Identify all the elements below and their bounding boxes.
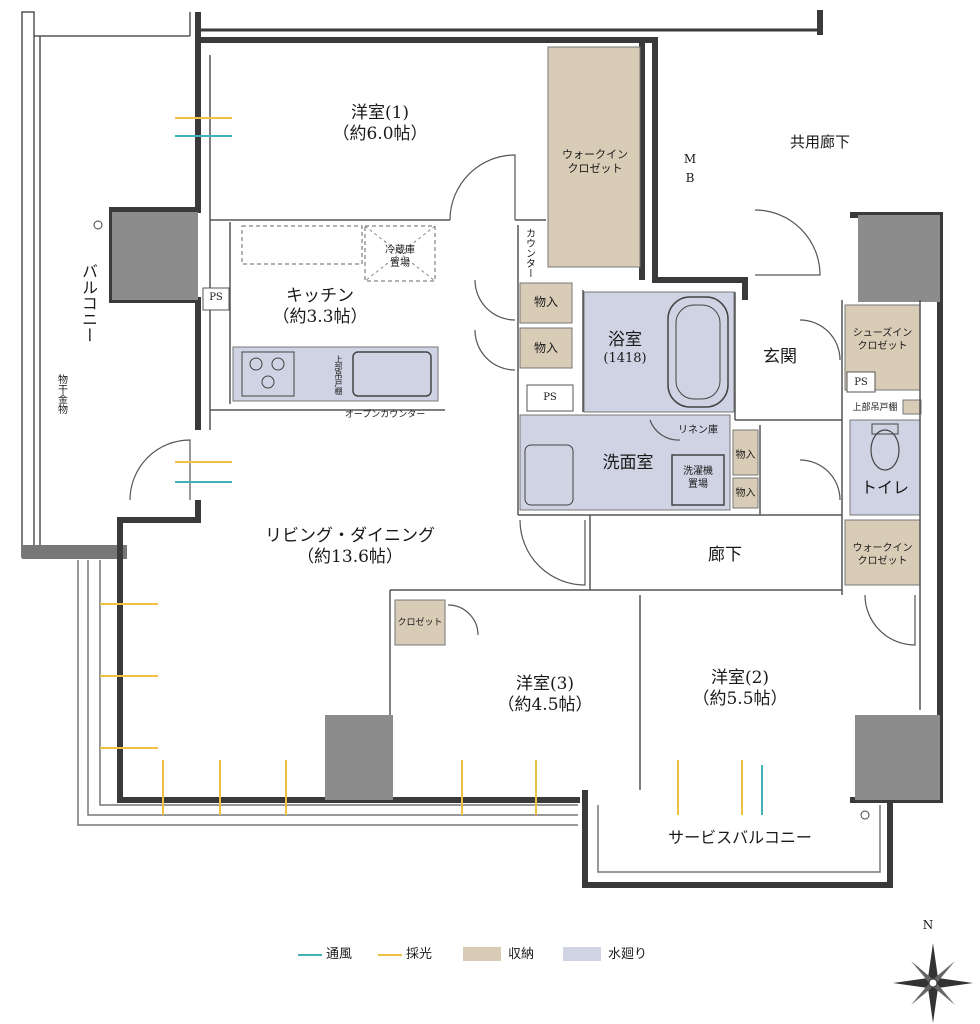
service-balcony-label: サービスバルコニー	[668, 828, 812, 847]
room-western3-name: 洋室(3)	[515, 674, 575, 694]
ps-label-2: PS	[543, 392, 557, 403]
legend-storage-label: 収納	[508, 947, 535, 962]
room-western3-size: （約4.5帖）	[497, 695, 593, 716]
ps-box	[846, 371, 876, 393]
ps-box	[526, 384, 574, 412]
room-western1-size: （約6.0帖）	[332, 124, 428, 145]
room-kitchen-name: キッチン	[286, 286, 354, 306]
shoes-closet-label: シューズイン クロゼット	[852, 328, 913, 352]
compass-rose	[893, 943, 973, 1023]
stove	[241, 351, 295, 397]
toilet-bowl	[870, 429, 900, 471]
storage-label-1: 物入	[533, 295, 558, 309]
storage-box-3	[732, 429, 759, 476]
column	[112, 212, 198, 300]
room-living-size: （約13.6帖）	[297, 547, 403, 568]
water-areas	[232, 291, 921, 516]
closet-label: クロゼット	[397, 618, 443, 628]
washer-label: 洗濯機 置場	[683, 466, 713, 490]
sink	[352, 351, 432, 397]
room-living: リビング・ダイニング （約13.6帖）	[265, 526, 435, 569]
walk-in-closet-1	[547, 46, 641, 268]
room-bath-size: (1418)	[603, 351, 647, 367]
burner	[261, 375, 275, 389]
interior-walls	[209, 55, 921, 790]
room-washroom: 洗面室	[602, 453, 654, 473]
toilet-tank	[871, 423, 899, 435]
linen-label: リネン庫	[678, 425, 718, 436]
burner	[271, 357, 285, 371]
balcony-label: バルコニー	[79, 263, 98, 343]
bath-area	[583, 291, 735, 413]
upper-cabinet-label-2: 上部吊戸棚	[852, 403, 898, 413]
closet-small	[394, 599, 446, 646]
common-corridor-label: 共用廊下	[789, 133, 850, 151]
light-arrows	[100, 117, 743, 815]
fridge-cross	[364, 225, 436, 282]
walk-in-closet-2	[844, 519, 921, 586]
fridge-dashed	[364, 225, 436, 282]
bathtub	[667, 296, 729, 408]
room-western2-size: （約5.5帖）	[692, 689, 788, 710]
room-bath-name: 浴室	[608, 330, 642, 350]
column	[858, 215, 940, 302]
upper-cabinet-dashed	[241, 225, 363, 265]
toilet-area	[849, 419, 921, 516]
storage-box-4	[732, 477, 759, 509]
column	[855, 715, 940, 800]
legend-swatches	[298, 947, 601, 961]
room-kitchen: キッチン （約3.3帖）	[260, 286, 380, 329]
ps-box	[202, 287, 230, 311]
room-western2-name: 洋室(2)	[710, 668, 770, 688]
drain-mark	[93, 220, 103, 230]
room-western3: 洋室(3) （約4.5帖）	[485, 674, 605, 717]
ps-label-1: PS	[209, 292, 223, 303]
toilet-upper-cabinet	[902, 399, 922, 415]
fridge-label: 冷蔵庫 置場	[385, 245, 415, 269]
room-western2: 洋室(2) （約5.5帖）	[680, 668, 800, 711]
counter-label: カウンター	[523, 228, 535, 278]
room-kitchen-size: （約3.3帖）	[272, 307, 368, 328]
mb-label: M B	[683, 152, 697, 186]
drain-mark	[860, 810, 870, 820]
washer-box	[671, 454, 725, 506]
kitchen-counter	[232, 346, 439, 402]
storage-box-2	[519, 327, 573, 369]
wind-arrows	[175, 135, 763, 815]
outer-rails	[77, 560, 881, 873]
storage-label-3: 物入	[735, 450, 756, 461]
burner	[249, 357, 263, 371]
open-counter-label: オープンカウンター	[344, 410, 426, 420]
balcony-floor-edge	[22, 545, 127, 559]
laundry-hardware-label: 物干金物	[55, 374, 67, 414]
room-entrance: 玄関	[763, 347, 797, 367]
room-toilet: トイレ	[860, 478, 909, 497]
wash-area	[519, 414, 731, 511]
compass-north-label: N	[922, 918, 934, 932]
door-swings	[129, 154, 916, 646]
upper-cabinet-label: 上部吊戸棚	[334, 355, 343, 395]
room-western1: 洋室(1) （約6.0帖）	[320, 103, 440, 146]
legend-light-label: 採光	[406, 947, 433, 962]
bathtub-inner	[675, 304, 721, 400]
walk-in-closet-1-label: ウォークイン クロゼット	[562, 148, 628, 175]
legend-wind-label: 通風	[326, 947, 353, 962]
column	[325, 715, 393, 800]
walk-in-closet-2-label: ウォークイン クロゼット	[852, 543, 913, 567]
room-bath: 浴室 (1418)	[590, 330, 660, 368]
room-living-name: リビング・ダイニング	[265, 526, 435, 546]
legend-water-label: 水廻り	[608, 947, 648, 962]
storage-label-2: 物入	[533, 341, 558, 355]
storage-box-1	[519, 282, 573, 324]
ps-label-3: PS	[854, 377, 868, 388]
room-hallway: 廊下	[708, 545, 742, 565]
storage-label-4: 物入	[735, 488, 756, 499]
wash-basin	[524, 444, 574, 506]
room-western1-name: 洋室(1)	[350, 103, 410, 123]
